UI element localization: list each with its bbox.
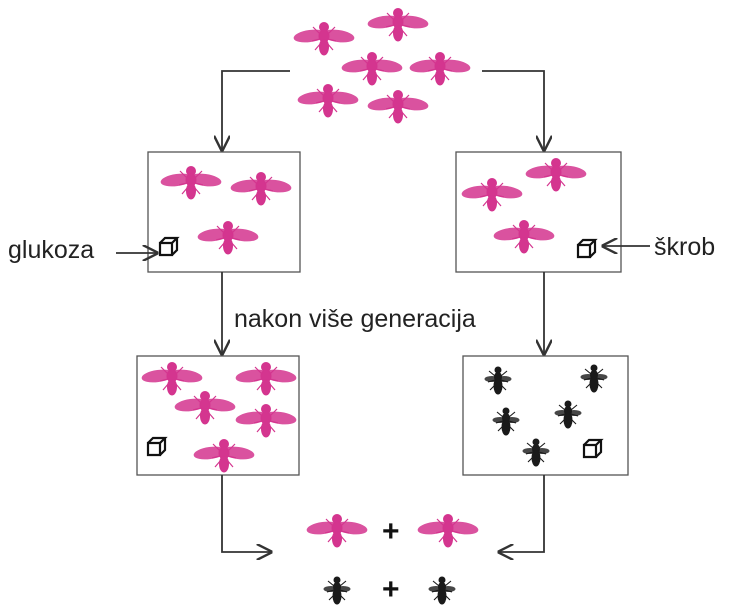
mating-pink-row: + [305, 513, 480, 548]
glucose-box-initial [147, 151, 301, 273]
arrow-left-down [222, 70, 290, 150]
top-fly-population [292, 7, 472, 124]
starch-box-evolved [462, 355, 629, 476]
arrow-right-bottom [499, 475, 545, 552]
fly-icon [366, 7, 430, 42]
glucose-box-evolved [136, 355, 300, 476]
plus-sign: + [382, 515, 400, 548]
fly-icon [428, 576, 456, 605]
generations-label: nakon više generacija [234, 305, 476, 333]
box-frame [147, 151, 301, 273]
arrow-left-bottom [221, 475, 271, 552]
starch-label: škrob [654, 233, 715, 261]
fly-icon [296, 83, 360, 118]
fly-icon [416, 513, 480, 548]
fly-icon [408, 51, 472, 86]
fly-icon [340, 51, 404, 86]
arrow-right-down [482, 70, 544, 150]
mating-dark-row: + [323, 573, 456, 606]
plus-sign: + [382, 573, 400, 606]
glucose-label: glukoza [8, 236, 94, 264]
box-frame [462, 355, 629, 476]
split-arrows [222, 70, 544, 150]
fly-icon [323, 576, 351, 605]
starch-box-initial [455, 151, 622, 273]
fly-icon [305, 513, 369, 548]
fly-icon [366, 89, 430, 124]
fly-icon [292, 21, 356, 56]
